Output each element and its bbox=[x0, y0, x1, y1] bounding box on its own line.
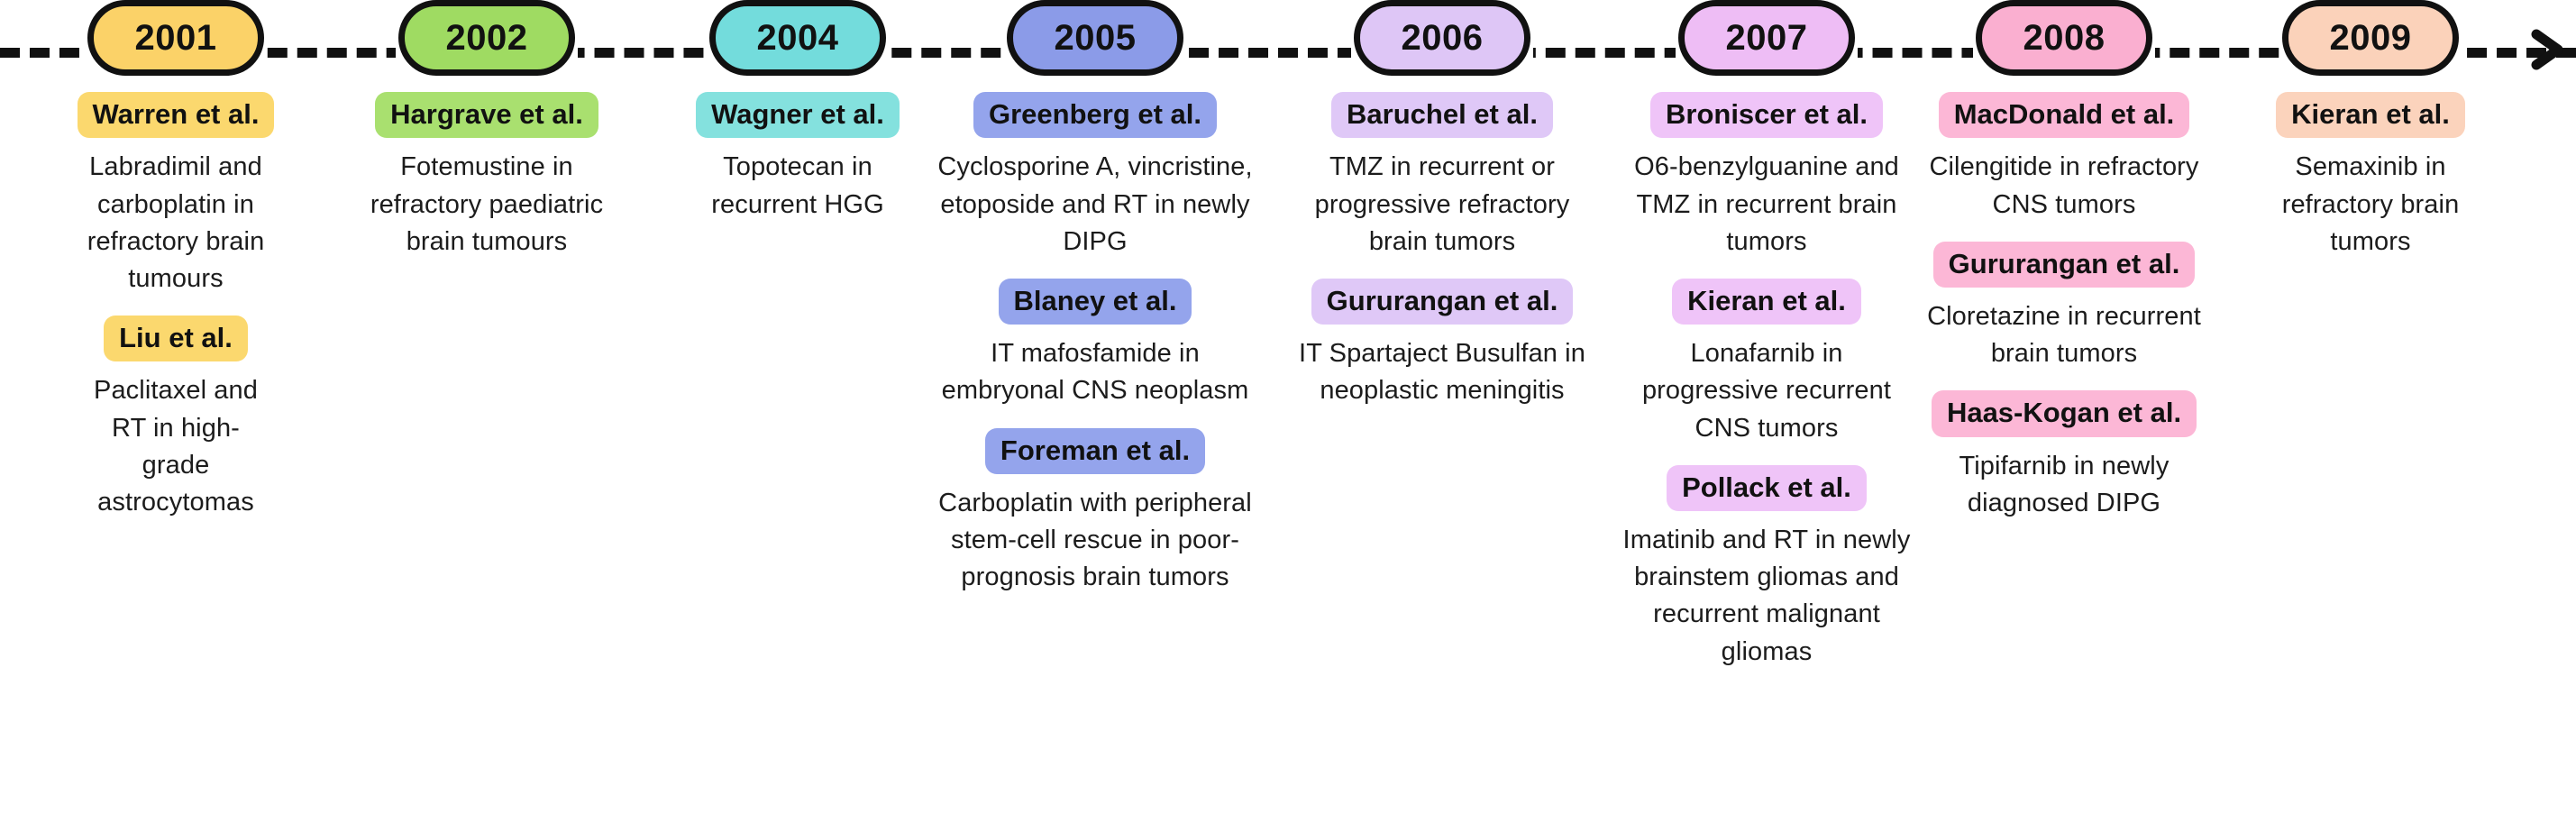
author-chip[interactable]: MacDonald et al. bbox=[1938, 92, 2190, 139]
author-chip[interactable]: Gururangan et al. bbox=[1311, 278, 1574, 325]
year-pill-2009[interactable]: 2009 bbox=[2282, 0, 2459, 76]
author-chip[interactable]: Foreman et al. bbox=[984, 427, 1206, 474]
author-label: Warren et al. bbox=[92, 98, 260, 130]
author-chip[interactable]: Gururangan et al. bbox=[1932, 241, 2196, 288]
study-description: IT Spartaject Busulfan in neoplastic men… bbox=[1299, 339, 1585, 406]
author-chip[interactable]: Broniscer et al. bbox=[1650, 92, 1883, 139]
study-description: IT mafosfamide in embryonal CNS neoplasm bbox=[941, 339, 1249, 406]
author-label: Gururangan et al. bbox=[1326, 284, 1558, 316]
author-chip[interactable]: Greenberg et al. bbox=[973, 92, 1218, 139]
author-label: Baruchel et al. bbox=[1347, 98, 1538, 130]
year-label: 2007 bbox=[1725, 18, 1808, 58]
author-chip[interactable]: Blaney et al. bbox=[998, 278, 1192, 325]
year-pill-2008[interactable]: 2008 bbox=[1976, 0, 2152, 76]
study-description: Fotemustine in refractory paediatric bra… bbox=[370, 152, 604, 256]
year-label: 2001 bbox=[134, 18, 217, 58]
author-chip[interactable]: Warren et al. bbox=[77, 92, 275, 139]
study-description: Cilengitide in refractory CNS tumors bbox=[1929, 152, 2199, 219]
year-pill-2006[interactable]: 2006 bbox=[1354, 0, 1530, 76]
author-chip[interactable]: Liu et al. bbox=[104, 316, 248, 362]
study-entry: Kieran et al. Semaxinib in refractory bra… bbox=[2244, 92, 2497, 261]
study-entry: Kieran et al. Lonafarnib in progressive r… bbox=[1622, 278, 1911, 447]
study-entry: Greenberg et al. Cyclosporine A, vincrist… bbox=[933, 92, 1257, 261]
author-chip[interactable]: Kieran et al. bbox=[2276, 92, 2465, 139]
author-label: Kieran et al. bbox=[2291, 98, 2450, 130]
study-description: Tipifarnib in newly diagnosed DIPG bbox=[1959, 451, 2170, 517]
study-entry: Foreman et al. Carboplatin with periphera… bbox=[933, 427, 1257, 597]
study-entry: Blaney et al. IT mafosfamide in embryonal… bbox=[933, 278, 1257, 410]
year-label: 2008 bbox=[2023, 18, 2106, 58]
timeline-dashed-line bbox=[0, 48, 2576, 58]
study-entry: Hargrave et al. Fotemustine in refractory… bbox=[352, 92, 622, 261]
study-entry: Gururangan et al. IT Spartaject Busulfan … bbox=[1289, 278, 1595, 410]
study-description: Paclitaxel and RT in high-grade astrocyt… bbox=[94, 376, 258, 517]
year-label: 2006 bbox=[1401, 18, 1484, 58]
study-description: Imatinib and RT in newly brainstem gliom… bbox=[1622, 526, 1911, 666]
year-label: 2002 bbox=[445, 18, 528, 58]
year-label: 2005 bbox=[1054, 18, 1137, 58]
author-label: Broniscer et al. bbox=[1666, 98, 1868, 130]
study-entry: Gururangan et al. Cloretazine in recurren… bbox=[1915, 241, 2213, 373]
author-label: Haas-Kogan et al. bbox=[1946, 397, 2182, 429]
author-label: Liu et al. bbox=[119, 322, 233, 354]
study-entry: Liu et al. Paclitaxel and RT in high-grad… bbox=[81, 316, 270, 521]
author-chip[interactable]: Haas-Kogan et al. bbox=[1931, 390, 2197, 437]
author-label: Gururangan et al. bbox=[1948, 247, 2180, 279]
author-label: Greenberg et al. bbox=[988, 98, 1202, 130]
author-label: MacDonald et al. bbox=[1953, 98, 2175, 130]
study-entry: Baruchel et al. TMZ in recurrent or progr… bbox=[1289, 92, 1595, 261]
author-chip[interactable]: Hargrave et al. bbox=[375, 92, 598, 139]
study-description: Carboplatin with peripheral stem-cell re… bbox=[938, 488, 1252, 592]
study-description: Cyclosporine A, vincristine, etoposide a… bbox=[937, 152, 1253, 256]
study-description: Lonafarnib in progressive recurrent CNS … bbox=[1641, 339, 1892, 443]
study-entry: Pollack et al. Imatinib and RT in newly b… bbox=[1622, 464, 1911, 671]
study-description: TMZ in recurrent or progressive refracto… bbox=[1314, 152, 1570, 256]
year-pill-2004[interactable]: 2004 bbox=[709, 0, 886, 76]
author-label: Foreman et al. bbox=[1000, 434, 1191, 466]
arrow-right-icon bbox=[2531, 29, 2563, 70]
year-pill-2005[interactable]: 2005 bbox=[1007, 0, 1183, 76]
study-description: Labradimil and carboplatin in refractory… bbox=[87, 152, 265, 293]
study-entry: Wagner et al. Topotecan in recurrent HGG bbox=[685, 92, 910, 224]
study-entry: Warren et al. Labradimil and carboplatin … bbox=[77, 92, 275, 297]
study-description: Cloretazine in recurrent brain tumors bbox=[1927, 302, 2201, 369]
author-label: Blaney et al. bbox=[1013, 284, 1177, 316]
author-chip[interactable]: Wagner et al. bbox=[696, 92, 900, 139]
study-description: Semaxinib in refractory brain tumors bbox=[2281, 152, 2460, 256]
study-entry: Broniscer et al. O6-benzylguanine and TMZ… bbox=[1622, 92, 1911, 261]
author-label: Wagner et al. bbox=[711, 98, 884, 130]
year-pill-2007[interactable]: 2007 bbox=[1678, 0, 1855, 76]
author-chip[interactable]: Kieran et al. bbox=[1672, 278, 1861, 325]
study-entry: MacDonald et al. Cilengitide in refractor… bbox=[1915, 92, 2213, 224]
year-pill-2002[interactable]: 2002 bbox=[398, 0, 575, 76]
study-entry: Haas-Kogan et al. Tipifarnib in newly dia… bbox=[1915, 390, 2213, 522]
year-label: 2009 bbox=[2329, 18, 2412, 58]
author-chip[interactable]: Baruchel et al. bbox=[1331, 92, 1553, 139]
year-pill-2001[interactable]: 2001 bbox=[87, 0, 264, 76]
author-label: Kieran et al. bbox=[1687, 284, 1846, 316]
author-chip[interactable]: Pollack et al. bbox=[1667, 464, 1867, 512]
year-label: 2004 bbox=[756, 18, 839, 58]
author-label: Hargrave et al. bbox=[390, 98, 583, 130]
study-description: Topotecan in recurrent HGG bbox=[711, 152, 884, 219]
author-label: Pollack et al. bbox=[1682, 471, 1851, 503]
study-description: O6-benzylguanine and TMZ in recurrent br… bbox=[1634, 152, 1899, 256]
